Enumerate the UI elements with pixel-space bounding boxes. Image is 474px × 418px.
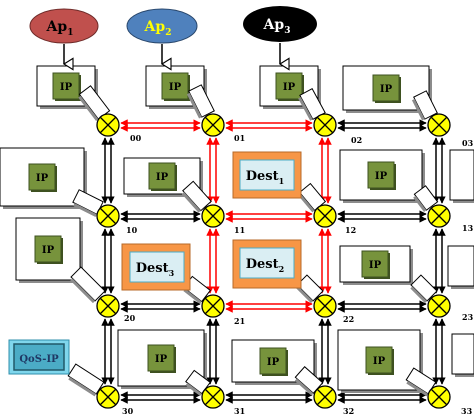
link-layer: [101, 119, 446, 404]
router-33: [427, 385, 451, 409]
dest2-label: Dest: [246, 257, 279, 272]
dest3-subscript: 3: [169, 268, 175, 278]
ip-label: IP: [36, 173, 49, 184]
ip-label: IP: [155, 354, 168, 365]
svg-text:Dest2: Dest2: [246, 257, 284, 274]
dest2-tile: Dest2: [232, 239, 302, 289]
app-ap2-subscript: 2: [165, 28, 171, 38]
ip-label: IP: [380, 84, 393, 95]
app-ap3-label: Ap: [263, 17, 285, 33]
ip-tile-33b: [451, 333, 474, 377]
router-label-20: 20: [124, 313, 136, 323]
router-30: [96, 385, 120, 409]
network-interface: [413, 185, 439, 213]
qos-ip-label: QoS-IP: [19, 354, 59, 365]
ip-label: IP: [42, 245, 55, 256]
network-interface: [298, 87, 326, 121]
router-label-00: 00: [130, 133, 142, 143]
app-ap1-label: Ap: [46, 19, 68, 35]
router-label-13: 13: [462, 223, 474, 233]
ip-label: IP: [169, 82, 182, 93]
svg-text:Ap1: Ap1: [46, 19, 74, 38]
router-label-33: 33: [461, 406, 473, 416]
ip-label: IP: [156, 172, 169, 183]
ip-tile-22: IP: [339, 245, 413, 285]
svg-text:Dest1: Dest1: [246, 169, 284, 186]
network-interface: [181, 180, 212, 213]
ip-label: IP: [60, 82, 73, 93]
processing-element-layer: IP IP IP IP IP IP IP IP IP IP IP IP: [0, 65, 474, 397]
router-label-21: 21: [234, 316, 245, 326]
router-label-03: 03: [462, 138, 474, 148]
dest3-tile: Dest3: [121, 243, 191, 291]
router-layer: [96, 113, 451, 409]
ip-tile-33: IP: [337, 329, 423, 393]
router-21: [201, 294, 225, 318]
router-label-22: 22: [343, 314, 354, 324]
network-interface: [296, 274, 324, 304]
app-ap1: Ap1: [29, 8, 99, 44]
ip-label: IP: [375, 171, 388, 182]
router-label-32: 32: [343, 406, 354, 416]
router-label-01: 01: [234, 133, 245, 143]
svg-text:Dest3: Dest3: [136, 261, 175, 278]
router-00: [96, 113, 120, 137]
router-11: [201, 204, 225, 228]
network-interface: [410, 274, 438, 304]
ip-tile-12: IP: [339, 149, 425, 203]
router-32: [313, 385, 337, 409]
app-ap3-subscript: 3: [284, 26, 290, 36]
router-label-30: 30: [122, 406, 134, 416]
network-interface: [186, 84, 215, 119]
dest1-subscript: 1: [279, 176, 285, 186]
router-01: [201, 113, 225, 137]
ip-tile-10: IP: [0, 147, 87, 209]
router-03: [427, 113, 451, 137]
ip-label: IP: [373, 356, 386, 367]
dest2-subscript: 2: [279, 264, 285, 274]
network-interface: [70, 266, 106, 304]
app-ap2-label: Ap: [144, 19, 166, 35]
router-13: [427, 204, 451, 228]
ip-label: IP: [267, 357, 280, 368]
router-label-12: 12: [345, 225, 356, 235]
router-10: [96, 204, 120, 228]
router-02: [313, 113, 337, 137]
app-ap1-subscript: 1: [67, 28, 73, 38]
router-31: [201, 385, 225, 409]
ip-tile-13: [449, 149, 474, 203]
router-label-10: 10: [126, 225, 138, 235]
svg-text:Ap2: Ap2: [144, 19, 172, 38]
network-interface: [67, 363, 105, 397]
router-20: [96, 294, 120, 318]
ip-label: IP: [283, 82, 296, 93]
qos-ip-tile: QoS-IP: [8, 339, 70, 375]
ip-tile-20: IP: [15, 217, 83, 283]
router-label-11: 11: [234, 225, 245, 235]
router-23: [427, 294, 451, 318]
network-interface: [185, 369, 211, 396]
app-ap2: Ap2: [126, 8, 198, 44]
router-12: [313, 204, 337, 228]
router-label-02: 02: [351, 135, 362, 145]
router-22: [313, 294, 337, 318]
router-label-23: 23: [462, 312, 474, 322]
dest1-tile: Dest1: [232, 151, 302, 199]
router-label-31: 31: [234, 406, 245, 416]
network-interface: [411, 90, 438, 121]
ip-label: IP: [369, 260, 382, 271]
dest3-label: Dest: [136, 261, 169, 276]
ip-tile-23: [447, 245, 474, 289]
ip-tile-03: IP: [342, 65, 432, 113]
dest1-label: Dest: [246, 169, 279, 184]
svg-text:Ap3: Ap3: [263, 17, 291, 36]
app-ap3: Ap3: [243, 6, 317, 42]
